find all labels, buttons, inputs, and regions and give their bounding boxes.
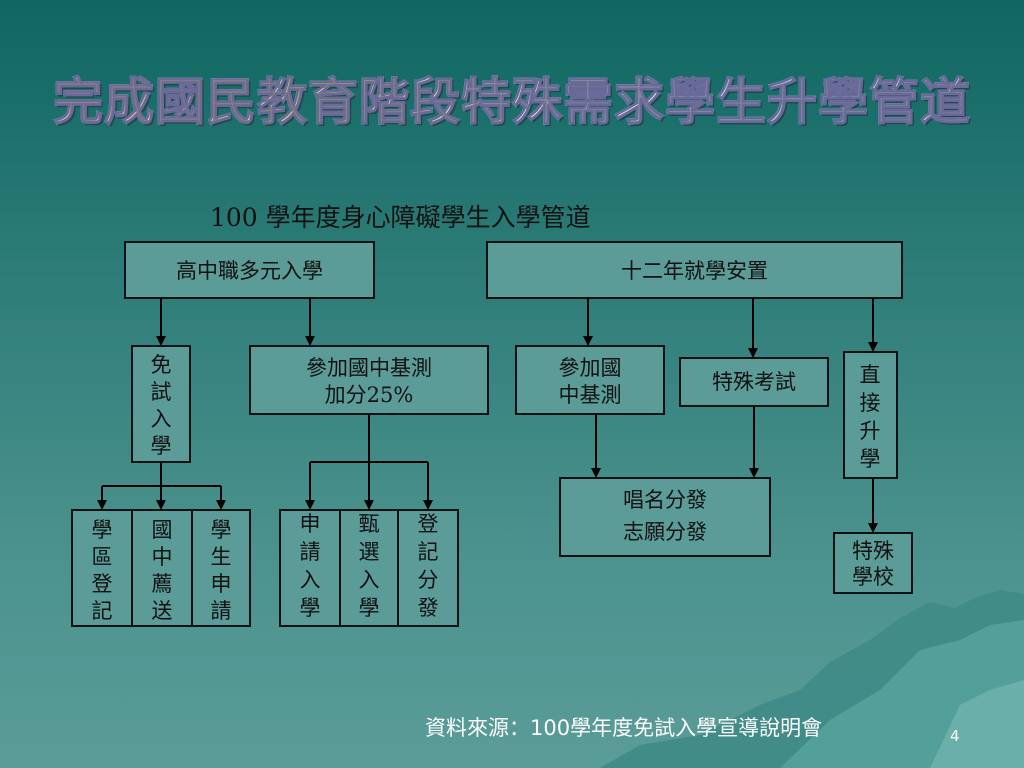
source-footer: 資料來源：100學年度免試入學宣導說明會 xyxy=(425,716,823,740)
special-exam-box xyxy=(679,357,829,407)
selection-admission-label: 甄選入學 xyxy=(359,512,380,620)
allocation-line1: 唱名分發 xyxy=(623,488,707,512)
district-register-label: 學區登記 xyxy=(92,518,113,623)
allocation-line2: 志願分發 xyxy=(623,520,707,544)
direct-promotion-label: 直接升學 xyxy=(860,363,881,471)
special-school-line1: 特殊 xyxy=(852,539,894,563)
special-school-line2: 學校 xyxy=(852,565,894,589)
allocation-box xyxy=(559,477,771,557)
twelve-year-label: 十二年就學安置 xyxy=(621,259,768,283)
selection-admission-box xyxy=(339,509,399,627)
basic-test-bonus-line1: 參加國中基測 xyxy=(306,356,432,380)
register-allocation-box xyxy=(397,509,459,627)
basic-test-line2: 中基測 xyxy=(559,383,622,407)
register-allocation-label: 登記分發 xyxy=(418,512,439,620)
basic-test-line1: 參加國 xyxy=(559,356,622,380)
high-school-multi-label: 高中職多元入學 xyxy=(176,259,323,283)
high-school-multi-box xyxy=(124,241,375,299)
special-school-box xyxy=(833,532,913,594)
mountain-decoration xyxy=(600,590,1024,768)
twelve-year-box xyxy=(486,241,903,299)
exam-free-box xyxy=(131,345,191,463)
student-apply-box xyxy=(191,509,251,627)
basic-test-bonus-box xyxy=(249,345,489,415)
slide-title: 完成國民教育階段特殊需求學生升學管道 xyxy=(0,62,1024,134)
page-number: 4 xyxy=(950,727,960,745)
special-exam-label: 特殊考試 xyxy=(712,370,796,394)
apply-admission-label: 申請入學 xyxy=(300,512,321,620)
direct-promotion-box xyxy=(843,351,898,479)
student-apply-label: 學生申請 xyxy=(211,518,232,623)
diagram-heading: 100 學年度身心障礙學生入學管道 xyxy=(210,203,591,232)
exam-free-label: 免試入學 xyxy=(151,353,172,458)
basic-test-bonus-line2: 加分25% xyxy=(325,383,414,407)
junior-recommend-label: 國中薦送 xyxy=(152,518,173,623)
basic-test-box xyxy=(515,345,665,415)
district-register-box xyxy=(71,509,133,627)
